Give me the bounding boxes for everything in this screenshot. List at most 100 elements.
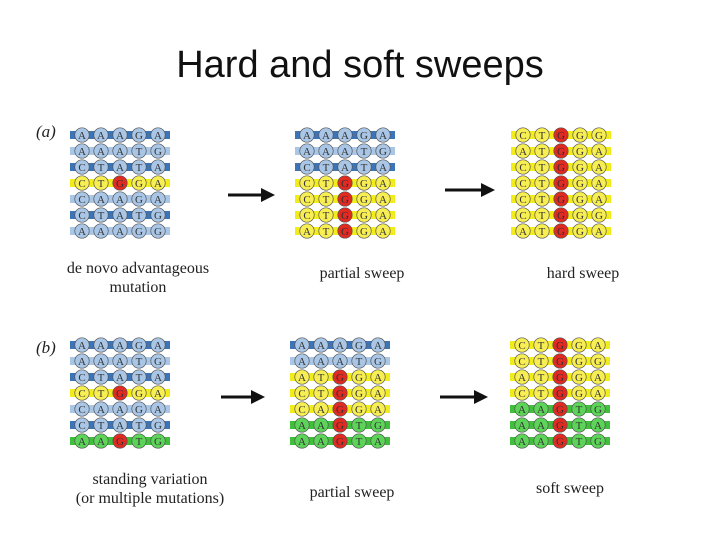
allele [534,191,550,207]
allele-letter: G [341,226,349,238]
allele-letter: A [97,356,105,368]
grid-caption: hard sweep [547,265,619,282]
allele-letter: A [97,194,105,206]
allele-letter: G [336,404,344,416]
allele [514,369,530,385]
allele [571,353,587,369]
allele [93,175,109,191]
allele [590,369,606,385]
allele-letter: T [539,162,546,174]
allele [591,159,607,175]
allele-letter: T [98,420,105,432]
allele-letter: G [575,388,583,400]
allele-letter: A [374,436,382,448]
allele-letter: A [154,178,162,190]
allele-letter: T [98,388,105,400]
grid-caption: soft sweep [536,480,604,497]
allele [351,369,367,385]
allele-letter: A [154,388,162,400]
beneficial-allele [112,433,128,449]
allele [533,353,549,369]
allele-letter: G [594,436,602,448]
allele-letter: G [576,194,584,206]
allele [313,337,329,353]
allele [299,207,315,223]
allele-letter: A [595,178,603,190]
allele [313,433,329,449]
grid-caption: standing variation [92,471,207,488]
allele [150,337,166,353]
allele-letter: G [336,420,344,432]
allele-letter: T [539,178,546,190]
allele [337,143,353,159]
allele [514,417,530,433]
allele-letter: G [557,210,565,222]
allele-letter: G [594,356,602,368]
allele-letter: G [336,436,344,448]
beneficial-allele [552,337,568,353]
beneficial-allele [112,385,128,401]
allele [74,353,90,369]
allele [299,127,315,143]
allele-letter: G [355,388,363,400]
allele-letter: A [78,130,86,142]
allele [131,207,147,223]
allele-letter: T [98,178,105,190]
allele-letter: A [317,436,325,448]
allele [93,417,109,433]
allele [572,159,588,175]
allele [112,337,128,353]
allele [93,337,109,353]
allele [332,353,348,369]
allele-letter: T [538,388,545,400]
allele-letter: T [98,210,105,222]
allele [533,385,549,401]
allele-letter: A [594,388,602,400]
allele [534,207,550,223]
allele-letter: G [556,340,564,352]
allele [93,127,109,143]
allele [112,159,128,175]
allele [131,337,147,353]
allele [515,191,531,207]
allele-letter: T [539,146,546,158]
allele-letter: A [78,436,86,448]
allele [150,385,166,401]
beneficial-allele [553,223,569,239]
allele-letter: T [136,436,143,448]
allele-letter: A [341,162,349,174]
allele [515,223,531,239]
allele-letter: G [556,356,564,368]
allele-letter: C [518,340,525,352]
allele-letter: G [575,372,583,384]
allele [514,385,530,401]
beneficial-allele [552,433,568,449]
allele-letter: A [594,340,602,352]
allele-letter: A [298,420,306,432]
allele-letter: A [341,146,349,158]
allele [112,353,128,369]
allele-letter: C [78,372,85,384]
allele [150,207,166,223]
allele [356,159,372,175]
allele [131,127,147,143]
allele-letter: A [303,130,311,142]
allele [356,207,372,223]
allele-letter: G [594,404,602,416]
allele-letter: G [135,388,143,400]
allele [590,385,606,401]
allele [150,353,166,369]
grid-caption: mutation [110,279,167,296]
allele [351,433,367,449]
allele [74,337,90,353]
allele [375,175,391,191]
allele [375,207,391,223]
allele-letter: G [154,226,162,238]
allele [572,127,588,143]
grid-caption: partial sweep [310,484,395,501]
allele [131,433,147,449]
allele-letter: A [595,162,603,174]
allele-letter: G [116,388,124,400]
allele [514,401,530,417]
